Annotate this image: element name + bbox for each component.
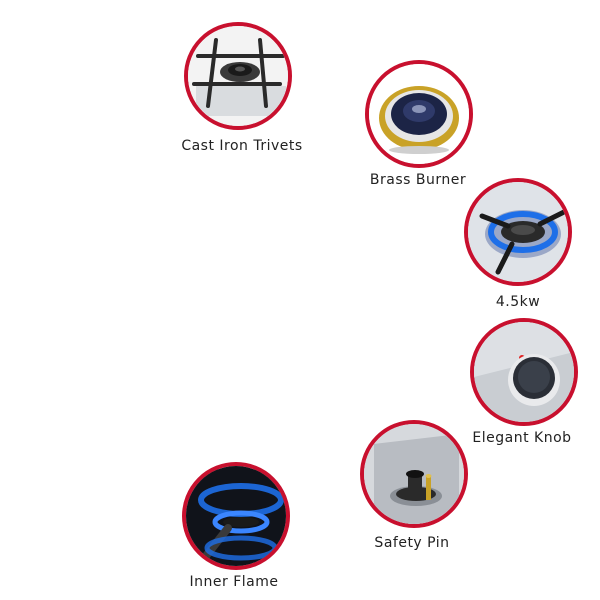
inner-flame-icon	[182, 462, 290, 570]
feature-label: Brass Burner	[369, 172, 467, 188]
feature-label: Safety Pin	[374, 535, 450, 551]
brass-burner-icon	[365, 60, 473, 168]
blue-flame-burner-icon	[464, 178, 572, 286]
feature-label: 4.5kw	[495, 294, 541, 310]
feature-label: Elegant Knob	[472, 430, 572, 446]
trivet-icon	[184, 22, 292, 130]
control-knob-icon	[470, 318, 578, 426]
feature-label: Inner Flame	[189, 574, 279, 590]
feature-label: Cast Iron Trivets	[181, 138, 303, 154]
safety-pin-icon	[360, 420, 468, 528]
